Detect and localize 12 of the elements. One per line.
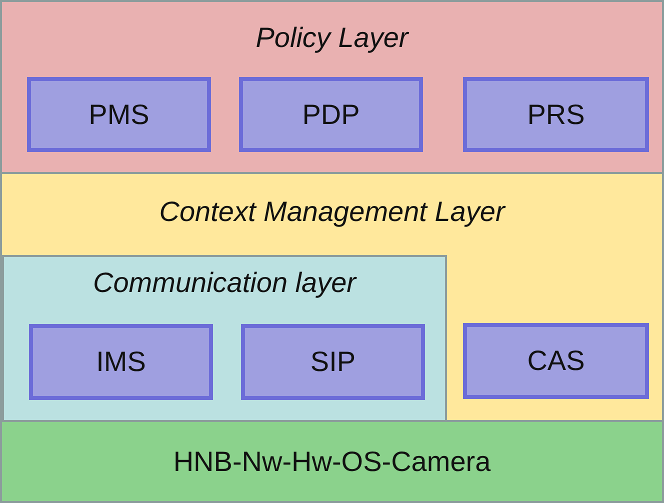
- component-box: PRS: [463, 77, 649, 152]
- component-box: SIP: [241, 324, 425, 400]
- layer-title: Context Management Layer: [158, 196, 507, 228]
- layer-title: Policy Layer: [254, 22, 410, 54]
- component-box: IMS: [29, 324, 213, 400]
- layer-panel: HNB-Nw-Hw-OS-Camera: [0, 420, 664, 503]
- component-box: PMS: [27, 77, 211, 152]
- component-box: CAS: [463, 323, 649, 399]
- component-box: PDP: [239, 77, 423, 152]
- layer-panel: [0, 172, 664, 422]
- layer-panel: [0, 0, 664, 174]
- layer-title: Communication layer: [92, 267, 358, 299]
